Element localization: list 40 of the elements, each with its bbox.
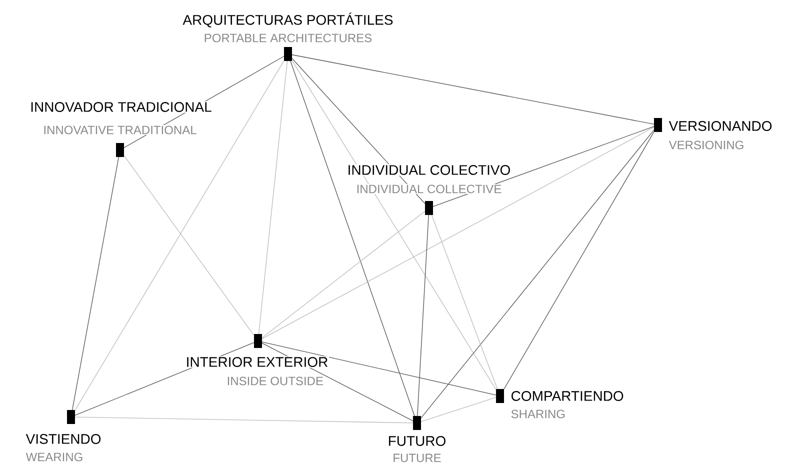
- connector-line: [258, 60, 288, 334]
- connector-line: [292, 60, 496, 390]
- connector-line: [262, 342, 496, 396]
- bar-marker: [254, 334, 262, 348]
- connector-line: [72, 156, 120, 410]
- node-sublabel: INDIVIDUAL COLLECTIVE: [356, 184, 502, 194]
- node-label: VISTIENDO: [25, 433, 102, 445]
- connector-line: [290, 60, 415, 416]
- connector-line: [420, 396, 496, 422]
- bar-marker: [67, 410, 75, 424]
- node-sublabel: PORTABLE ARCHITECTURES: [203, 32, 373, 44]
- node-sublabel: INNOVATIVE TRADITIONAL: [42, 124, 198, 136]
- connector-line: [124, 155, 254, 336]
- node-label: COMPARTIENDO: [510, 390, 625, 402]
- node-sublabel: VERSIONING: [668, 140, 745, 150]
- connector-line: [292, 54, 654, 125]
- connector-line: [431, 214, 498, 390]
- node-label: VERSIONANDO: [668, 120, 774, 132]
- connector-line: [504, 132, 654, 390]
- node-label: INTERIOR EXTERIOR: [185, 356, 329, 368]
- node-label: ARQUITECTURAS PORTÁTILES: [182, 12, 394, 28]
- node-label: INNOVADOR TRADICIONAL: [29, 101, 213, 113]
- bar-marker: [654, 118, 662, 132]
- connector-line: [262, 210, 426, 338]
- bar-marker: [116, 143, 124, 157]
- node-sublabel: WEARING: [25, 452, 84, 462]
- connector-line: [420, 130, 654, 418]
- bar-marker: [496, 388, 504, 403]
- node-label: INDIVIDUAL COLECTIVO: [346, 164, 512, 176]
- connector-line: [74, 416, 414, 424]
- bar-marker: [284, 46, 292, 61]
- node-sublabel: INSIDE OUTSIDE: [226, 376, 324, 386]
- connector-line: [262, 126, 654, 340]
- connector-line: [417, 214, 429, 416]
- node-label: FUTURO: [387, 435, 447, 447]
- bar-marker: [425, 200, 433, 215]
- connector-line: [74, 60, 284, 411]
- bar-marker: [413, 416, 421, 430]
- node-sublabel: FUTURE: [392, 453, 442, 463]
- node-sublabel: SHARING: [510, 408, 566, 420]
